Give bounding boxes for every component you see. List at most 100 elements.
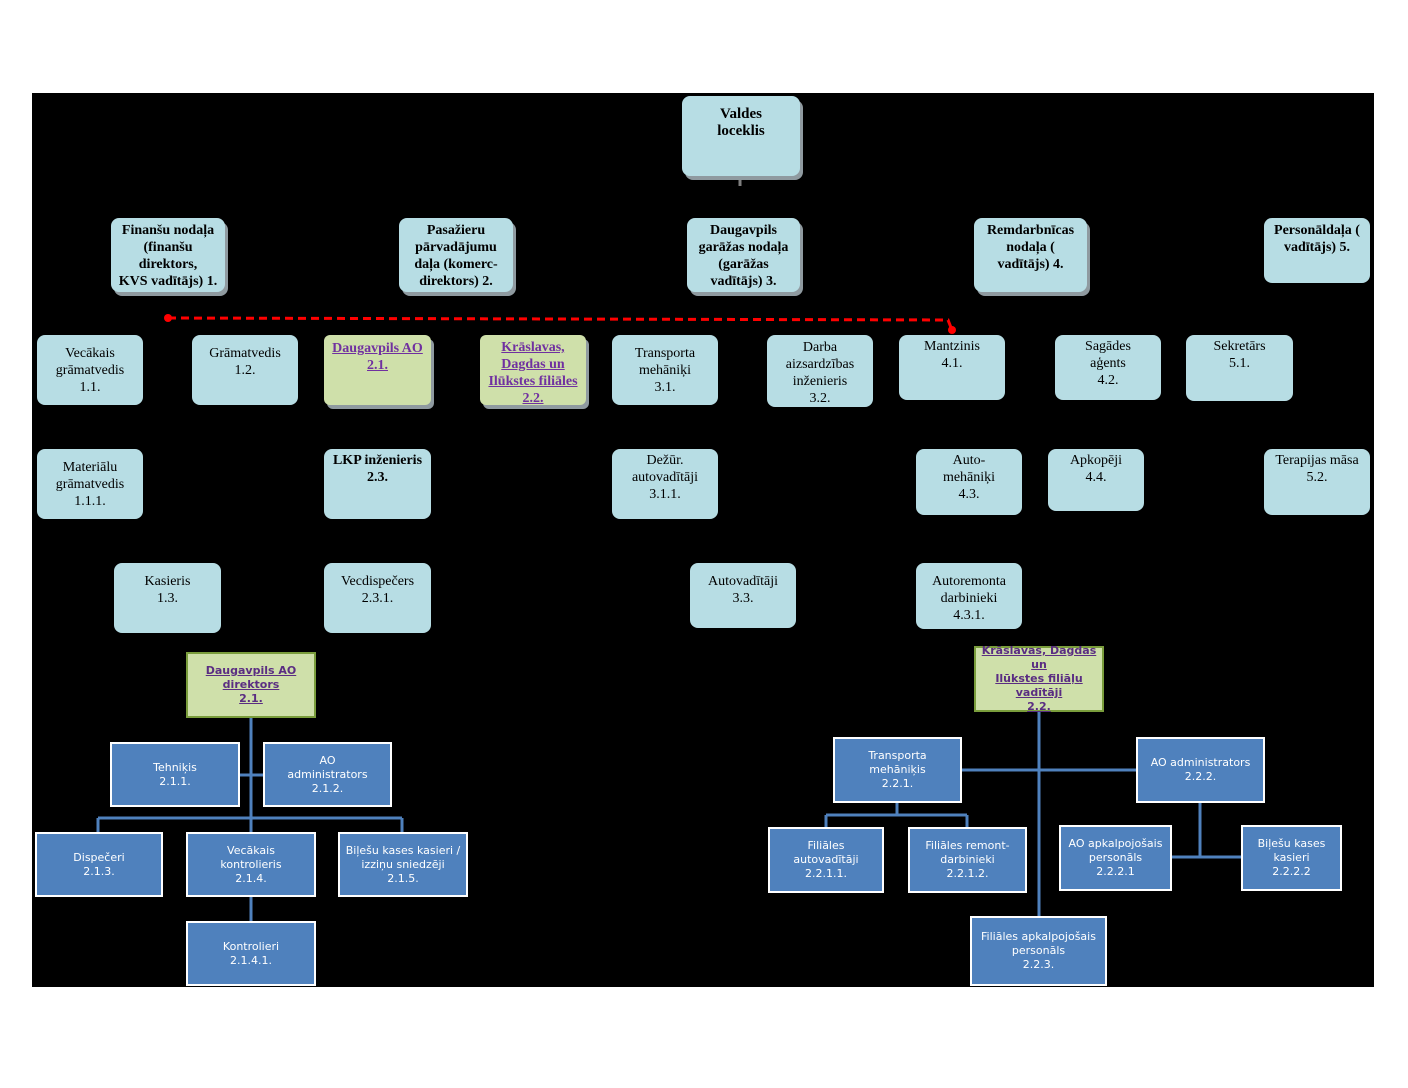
lkp-engineer-box: LKP inženieris 2.3. xyxy=(324,449,431,519)
box-line: mehāniķi xyxy=(942,470,996,485)
box-line: Tehniķis xyxy=(153,760,197,774)
box-line: Ilūkstes filiāles xyxy=(488,374,578,389)
box-line: 1.3. xyxy=(157,591,178,606)
cleaners-box: Apkopēji 4.4. xyxy=(1048,449,1144,511)
auto-mechanics-box: Auto- mehāniķi 4.3. xyxy=(916,449,1022,515)
box-line: Materiālu xyxy=(62,460,118,475)
box-line: 4.2. xyxy=(1097,373,1119,388)
box-line: Autoremonta xyxy=(932,574,1006,589)
box-line: 4.1. xyxy=(941,356,963,371)
box-line: Filiāles remont- xyxy=(925,839,1010,852)
box-line: loceklis xyxy=(717,123,765,139)
cashier-box: Kasieris 1.3. xyxy=(114,563,221,633)
senior-dispatcher-box: Vecdispečers 2.3.1. xyxy=(324,563,431,633)
box-line: mehāniķis xyxy=(869,763,926,776)
box-line: daļa (komerc- xyxy=(414,257,498,272)
box-line: Krāslavas, xyxy=(501,340,565,355)
safety-engineer-box: Darba aizsardzības inženieris 3.2. xyxy=(767,335,873,407)
box-line: Apkopēji xyxy=(1069,453,1123,468)
repair-dept-box: Remdarbnīcas nodaļa ( vadītājs) 4. xyxy=(974,218,1087,292)
box-line: 1.1. xyxy=(79,380,101,395)
box-line: LKP inženieris xyxy=(332,453,423,468)
supply-agent-box: Sagādes aģents 4.2. xyxy=(1055,335,1161,400)
box-line: Auto- xyxy=(952,453,986,468)
branch-ticket-cashiers-box: Biļešu kases kasieri 2.2.2.2 xyxy=(1241,825,1342,891)
box-line: kasieri xyxy=(1273,851,1310,864)
box-line: (finanšu xyxy=(143,240,193,255)
dispatchers-box: Dispečeri 2.1.3. xyxy=(35,832,163,897)
branch-managers-box[interactable]: Krāslavas, Dagdas un Ilūkstes filiāļu va… xyxy=(974,644,1104,713)
box-line: Remdarbnīcas xyxy=(986,223,1075,238)
box-line: vadītājs) 4. xyxy=(997,257,1064,272)
box-line: 2.1. xyxy=(367,358,388,373)
box-line: nodaļa ( xyxy=(1006,240,1055,255)
box-line: 1.1.1. xyxy=(74,494,106,509)
materials-accountant-box: Materiālu grāmatvedis 1.1.1. xyxy=(37,449,143,519)
daugavpils-ao-link-box[interactable]: Daugavpils AO 2.1. xyxy=(324,335,431,405)
controllers-box: Kontrolieri 2.1.4.1. xyxy=(186,921,316,986)
box-line: 5.2. xyxy=(1306,470,1328,485)
personnel-dept-box: Personāldaļa ( vadītājs) 5. xyxy=(1264,218,1370,283)
daugavpils-ao-director-box[interactable]: Daugavpils AO direktors 2.1. xyxy=(186,652,316,718)
box-line: Ilūkstes filiāļu vadītāji xyxy=(995,672,1083,699)
box-line: vadītājs) 5. xyxy=(1283,240,1351,255)
box-line: 2.2. xyxy=(522,391,544,406)
box-line: Biļešu kases xyxy=(1257,837,1326,850)
board-member-box: Valdes loceklis xyxy=(682,96,800,176)
box-line: Mantzinis xyxy=(924,339,980,354)
box-line: darbinieki xyxy=(940,853,995,866)
box-line: 2.1.4. xyxy=(235,871,267,885)
box-line: 2.1.2. xyxy=(311,781,344,795)
box-line: 2.1.4.1. xyxy=(230,953,272,967)
box-line: pārvadājumu xyxy=(415,240,497,255)
box-line: direktors) 2. xyxy=(419,274,493,289)
box-line: 2.3.1. xyxy=(361,591,394,606)
box-line: AO administrators xyxy=(1150,756,1251,769)
box-line: Sagādes xyxy=(1085,339,1131,354)
box-line: garāžas nodaļa xyxy=(698,240,789,255)
box-line: Kontrolieri xyxy=(222,939,280,953)
box-line: 3.1. xyxy=(654,380,676,395)
storekeeper-box: Mantzinis 4.1. xyxy=(899,335,1005,400)
drivers-box: Autovadītāji 3.3. xyxy=(690,563,796,628)
branch-drivers-box: Filiāles autovadītāji 2.2.1.1. xyxy=(768,827,884,893)
box-line: 5.1. xyxy=(1229,356,1250,371)
box-line: 2.2.2.1 xyxy=(1096,865,1135,878)
box-line: Biļešu kases kasieri / xyxy=(345,843,461,857)
box-line: Autovadītāji xyxy=(708,574,778,589)
box-line: 2.2.2. xyxy=(1184,770,1217,783)
box-line: 2.1.5. xyxy=(387,871,419,885)
kraslava-branches-link-box[interactable]: Krāslavas, Dagdas un Ilūkstes filiāles 2… xyxy=(480,335,586,406)
box-line: 2.2.3. xyxy=(1022,958,1055,971)
branch-transport-mechanic-box: Transporta mehāniķis 2.2.1. xyxy=(833,737,962,803)
box-line: 2.2. xyxy=(1027,700,1051,713)
box-line: Vecdispečers xyxy=(340,574,415,589)
box-line: direktors, xyxy=(138,257,198,272)
box-line: inženieris xyxy=(792,374,848,389)
box-line: Valdes xyxy=(720,106,762,122)
box-line: 2.2.2.2 xyxy=(1272,865,1311,878)
box-line: direktors xyxy=(222,678,280,691)
box-line: Kasieris xyxy=(144,574,191,589)
box-line: Dispečeri xyxy=(73,850,125,864)
box-line: Pasažieru xyxy=(426,223,486,238)
box-line: Sekretārs xyxy=(1213,339,1266,354)
branch-ao-administrator-box: AO administrators 2.2.2. xyxy=(1136,737,1265,803)
box-line: autovadītāji xyxy=(793,853,859,866)
finance-dept-box: Finanšu nodaļa (finanšu direktors, KVS v… xyxy=(111,218,225,292)
box-line: Krāslavas, Dagdas un xyxy=(981,644,1097,671)
box-line: izziņu sniedzēji xyxy=(361,857,445,871)
box-line: 4.3.1. xyxy=(953,608,985,623)
box-line: 2.2.1. xyxy=(881,777,914,790)
repair-workers-box: Autoremonta darbinieki 4.3.1. xyxy=(916,563,1022,629)
senior-controller-box: Vecākais kontrolieris 2.1.4. xyxy=(186,832,316,897)
ao-service-staff-box: AO apkalpojošais personāls 2.2.2.1 xyxy=(1059,825,1172,891)
accountant-box: Grāmatvedis 1.2. xyxy=(192,335,298,405)
box-line: 2.1. xyxy=(239,692,263,705)
box-line: Vecākais xyxy=(227,843,275,857)
box-line: 4.3. xyxy=(958,487,980,502)
box-line: 2.2.1.2. xyxy=(946,867,989,880)
box-line: 2.3. xyxy=(367,470,388,485)
box-line: administrators xyxy=(287,767,368,781)
box-line: 2.2.1.1. xyxy=(805,867,847,880)
